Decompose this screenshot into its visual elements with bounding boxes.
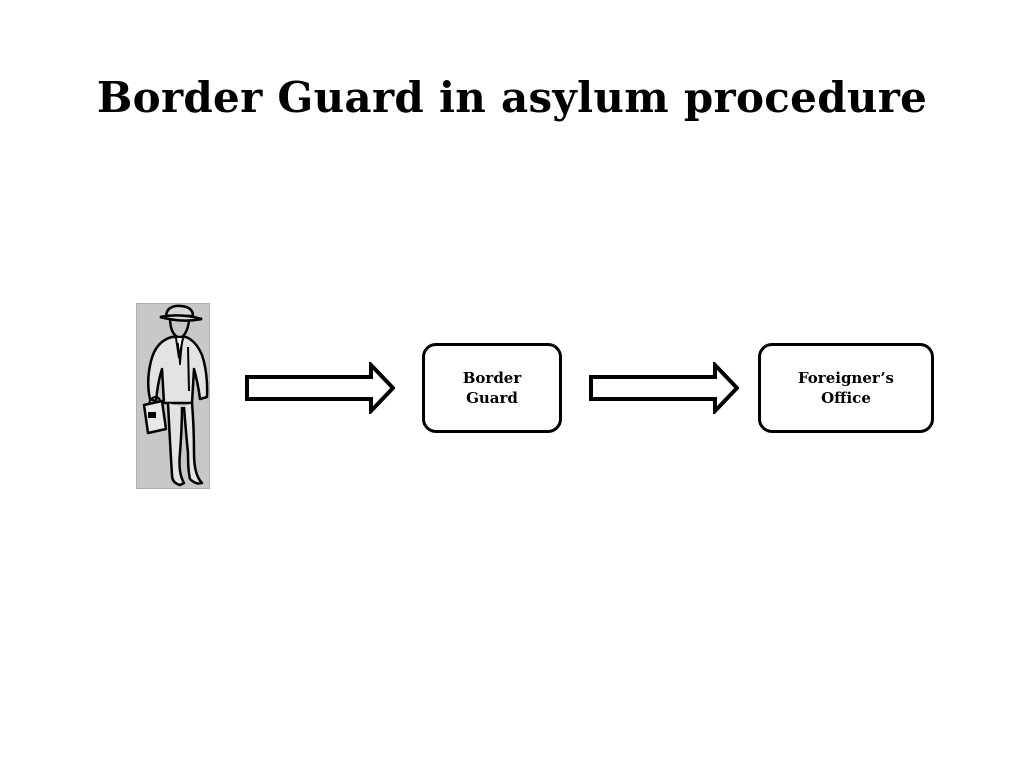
slide-title: Border Guard in asylum procedure [96, 73, 928, 122]
arrow-right-icon [245, 362, 395, 414]
arrow-right-icon [589, 362, 739, 414]
node-foreigners-office: Foreigner’s Office [758, 343, 934, 433]
node-foreigners-office-label: Foreigner’s Office [797, 369, 895, 407]
node-border-guard: Border Guard [422, 343, 562, 433]
traveler-with-briefcase-icon [136, 303, 210, 489]
node-border-guard-label: Border Guard [462, 369, 522, 407]
